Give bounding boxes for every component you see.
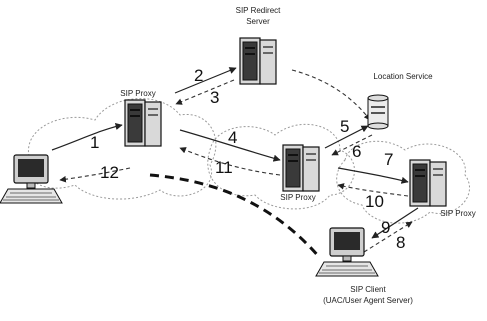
- proxy-left-label: SIP Proxy: [120, 89, 155, 98]
- proxy-center-server: [283, 145, 319, 191]
- step-10: 10: [365, 192, 384, 211]
- step-9: 9: [381, 218, 390, 237]
- arrow-7: [338, 168, 408, 182]
- step-3: 3: [210, 88, 219, 107]
- location-service-label: Location Service: [373, 72, 433, 81]
- location-service-database: [368, 95, 388, 129]
- proxy-left-server: [125, 100, 161, 146]
- arrow-2: [175, 68, 236, 93]
- step-8: 8: [396, 233, 405, 252]
- arrow-redirect-right: [292, 70, 370, 120]
- sip-client-computer: [316, 228, 378, 276]
- step-4: 4: [228, 128, 237, 147]
- proxy-right-label: SIP Proxy: [440, 209, 475, 218]
- proxy-center-label: SIP Proxy: [280, 193, 315, 202]
- arrow-9: [372, 208, 418, 238]
- redirect-server: [240, 38, 276, 84]
- proxy-right-server: [410, 160, 446, 206]
- arrow-12: [60, 168, 130, 180]
- step-2: 2: [194, 66, 203, 85]
- client-label-1: SIP Client: [350, 285, 386, 294]
- step-5: 5: [340, 117, 349, 136]
- step-1: 1: [90, 133, 99, 152]
- step-6: 6: [352, 142, 361, 161]
- step-11: 11: [215, 158, 233, 177]
- step-7: 7: [384, 150, 393, 169]
- step-12: 12: [100, 163, 119, 182]
- arrow-1: [52, 125, 122, 150]
- redirect-server-label-2: Server: [246, 17, 270, 26]
- redirect-server-label-1: SIP Redirect: [236, 6, 282, 15]
- caller-computer: [0, 155, 62, 203]
- arrow-3: [176, 80, 234, 104]
- client-label-2: (UAC/User Agent Server): [323, 296, 413, 305]
